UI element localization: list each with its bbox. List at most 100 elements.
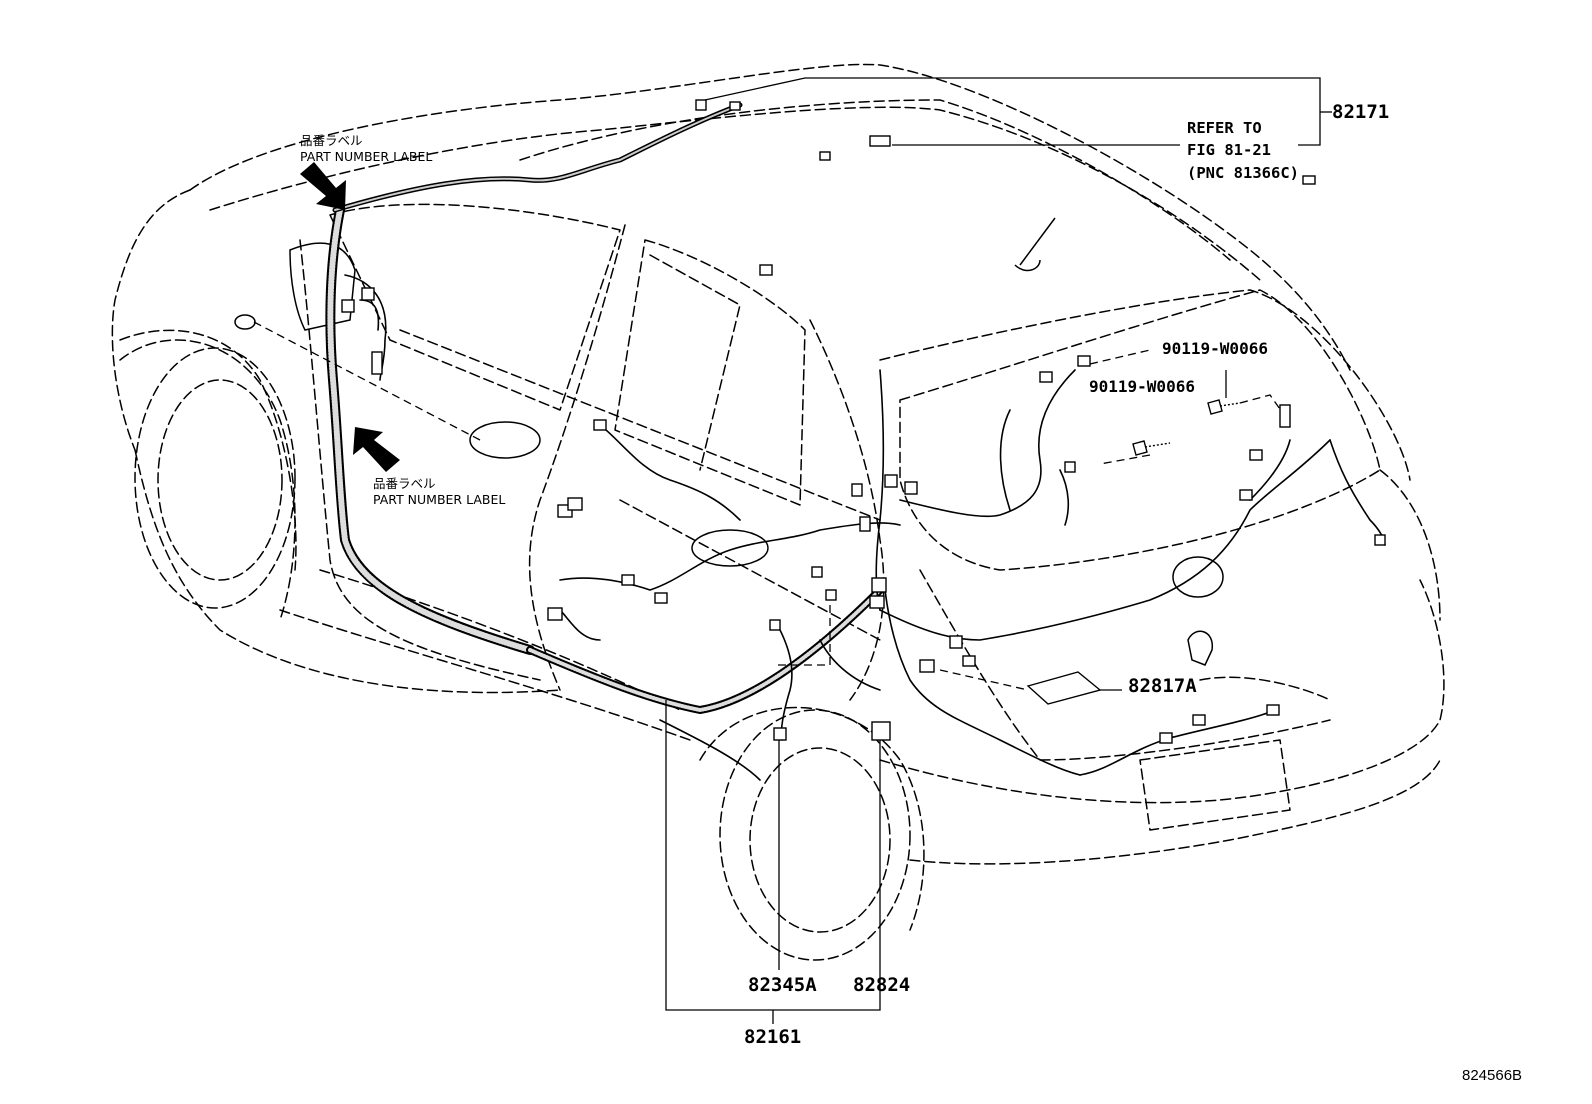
connector — [1302, 175, 1316, 185]
connector — [1192, 714, 1206, 726]
rear-lamp — [1199, 676, 1331, 701]
bolt-90119-lower — [1132, 440, 1171, 456]
figure-id: 824566B — [1462, 1067, 1523, 1084]
connector — [825, 589, 837, 601]
arrow-mid-label — [353, 427, 400, 472]
connector — [769, 619, 781, 631]
connector — [871, 577, 887, 593]
callout-82171: 82171 — [1332, 101, 1390, 123]
front-fender — [119, 329, 297, 571]
connector — [1239, 489, 1253, 501]
connector — [621, 574, 635, 586]
callout-90119-upper: 90119-W0066 — [1162, 339, 1268, 358]
connector — [654, 592, 668, 604]
mirror — [289, 242, 356, 331]
arrow-top-label — [300, 162, 346, 210]
connector — [869, 135, 891, 147]
label-mid-jp: 品番ラベル — [373, 476, 436, 491]
rear-window — [614, 239, 806, 506]
roof-outline — [189, 63, 1351, 371]
harness-roof-fill — [334, 104, 741, 211]
front-wheel-arch — [119, 339, 296, 621]
refer-note: REFER TO FIG 81-21 (PNC 81366C) — [1187, 117, 1299, 184]
connector — [949, 635, 963, 649]
license-plate — [1139, 739, 1291, 831]
connector — [567, 497, 583, 511]
connector — [695, 99, 707, 111]
connector — [759, 264, 773, 276]
connector — [1159, 732, 1173, 744]
harness-front-pillar-fill — [327, 207, 533, 653]
rear-quarter-window — [649, 254, 741, 471]
connector — [1374, 534, 1386, 546]
connector — [593, 419, 607, 431]
connector-82824 — [871, 721, 891, 741]
connector — [361, 287, 375, 301]
connector — [962, 655, 976, 667]
part-number-label-mid: 品番ラベル PART NUMBER LABEL — [373, 476, 505, 507]
connector — [819, 151, 831, 161]
connector-82345A — [773, 727, 787, 741]
rear-quarter — [1379, 469, 1441, 621]
rear-hatch-outline — [879, 289, 1411, 481]
callout-90119-lower: 90119-W0066 — [1089, 377, 1195, 396]
interior-line-1 — [399, 329, 881, 521]
front-wheel-inner — [157, 379, 283, 581]
front-window — [329, 203, 621, 411]
connector — [1249, 449, 1263, 461]
connector — [1077, 355, 1091, 367]
callout-82817A: 82817A — [1128, 675, 1197, 697]
rear-bumper — [879, 579, 1445, 804]
c-pillar — [809, 319, 885, 701]
rear-door-seam — [528, 224, 626, 691]
connector — [729, 101, 741, 111]
pad-82817A — [1026, 671, 1102, 705]
label-top-en: PART NUMBER LABEL — [300, 148, 433, 164]
front-door-seam — [299, 239, 541, 681]
bolt-90119-upper — [1207, 399, 1241, 415]
connector — [341, 299, 355, 313]
connector — [884, 474, 898, 488]
label-mid-en: PART NUMBER LABEL — [373, 491, 506, 507]
fuel-lid — [234, 314, 256, 330]
lower-sill — [279, 609, 691, 741]
callout-82824: 82824 — [853, 974, 911, 996]
front-wheel — [134, 347, 296, 609]
hood-outline — [111, 189, 191, 451]
connector — [904, 481, 918, 495]
leader-82161-bracket — [665, 700, 881, 1011]
connector — [1266, 704, 1280, 716]
rear-bumper-lower — [909, 759, 1441, 865]
front-door-handle — [469, 421, 541, 459]
callout-82161: 82161 — [744, 1026, 802, 1048]
rear-hatch-glass — [899, 289, 1381, 571]
connector — [859, 516, 871, 532]
refer-line-3: (PNC 81366C) — [1187, 163, 1299, 182]
connector — [547, 607, 563, 621]
connector — [1064, 461, 1076, 473]
connector — [1279, 404, 1291, 428]
roof-rail — [519, 99, 1231, 261]
part-number-label-top: 品番ラベル PART NUMBER LABEL — [300, 133, 432, 164]
rear-wheel — [719, 709, 911, 961]
rear-wiper-mount — [1187, 630, 1213, 666]
refer-line-2: FIG 81-21 — [1187, 141, 1271, 160]
interior-line-2 — [619, 499, 881, 641]
rear-wheel-arch — [699, 706, 925, 931]
refer-line-1: REFER TO — [1187, 119, 1262, 137]
roof-antenna — [1014, 217, 1056, 272]
callout-82345A: 82345A — [748, 974, 817, 996]
connector — [919, 659, 935, 673]
connector — [811, 566, 823, 578]
rear-wheel-inner — [749, 747, 891, 933]
leader-82171 — [704, 77, 1321, 146]
harness-sill-fill — [528, 588, 882, 712]
connector — [851, 483, 863, 497]
connector — [869, 595, 885, 609]
label-top-jp: 品番ラベル — [300, 133, 363, 148]
connector — [1039, 371, 1053, 383]
front-bumper — [134, 449, 561, 694]
rear-emblem — [1172, 556, 1224, 598]
